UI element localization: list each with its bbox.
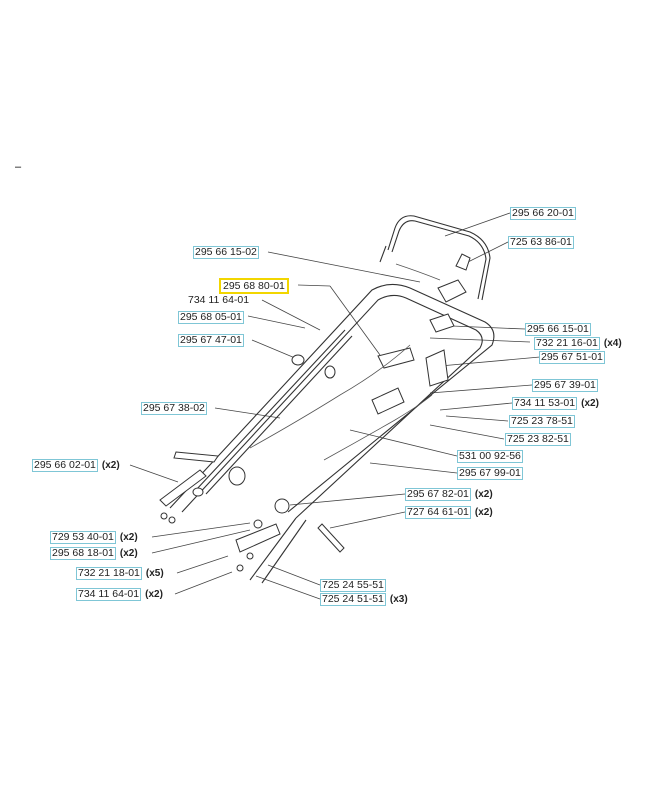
part-label: 725 23 82-51	[505, 433, 571, 446]
part-label: 295 68 05-01	[178, 311, 244, 324]
part-label: 734 11 64-01	[188, 294, 250, 306]
leader-line	[329, 511, 406, 529]
part-label: 727 64 61-01(x2)	[405, 506, 493, 519]
control-cover	[429, 313, 455, 333]
leader-line	[261, 299, 321, 331]
leader-line	[255, 575, 321, 600]
part-label: 295 68 18-01(x2)	[50, 547, 138, 560]
washer	[160, 512, 168, 520]
leader-line	[369, 462, 458, 474]
bolt	[173, 451, 219, 463]
clip	[455, 253, 471, 271]
knob	[291, 354, 305, 366]
part-label: 295 67 39-01	[532, 379, 598, 392]
leader-line	[439, 356, 541, 367]
leader-line	[151, 529, 251, 554]
part-label: 295 67 99-01	[457, 467, 523, 480]
bracket	[235, 523, 281, 553]
leader-line	[151, 522, 251, 538]
part-label: 729 53 40-01(x2)	[50, 531, 138, 544]
leader-line	[467, 241, 509, 263]
part-label: 734 11 53-01(x2)	[512, 397, 599, 410]
part-label: 295 66 15-01	[525, 323, 591, 336]
part-label: 295 66 20-01	[510, 207, 576, 220]
part-label: 295 67 38-02	[141, 402, 207, 415]
main-handle-bar	[169, 283, 495, 519]
washer	[168, 516, 176, 524]
cable-boot	[425, 349, 449, 387]
washer	[246, 552, 254, 560]
leader-line	[176, 555, 229, 574]
leader-line	[329, 285, 381, 356]
bolt	[317, 523, 345, 553]
leader-line	[429, 384, 533, 394]
lever-bar	[377, 347, 415, 369]
part-label: 725 23 78-51	[509, 415, 575, 428]
control-cables	[249, 263, 441, 461]
leader-line	[297, 284, 331, 287]
washer	[253, 519, 263, 529]
leader-line	[214, 407, 281, 419]
part-label: 295 67 51-01	[539, 351, 605, 364]
leader-line	[267, 564, 321, 586]
leader-line	[445, 415, 509, 422]
part-label-highlighted: 295 68 80-01	[219, 278, 293, 294]
leader-line	[251, 339, 296, 359]
part-label: 531 00 92-56	[457, 450, 523, 463]
leader-line	[451, 325, 526, 330]
part-label: 732 21 16-01(x4)	[534, 337, 622, 350]
leader-line	[439, 402, 513, 411]
control-housing	[437, 279, 467, 303]
handle-knob	[228, 466, 246, 486]
part-label: 725 24 55-51	[320, 579, 386, 592]
part-label: 295 66 15-02	[193, 246, 259, 259]
part-label: 295 67 82-01(x2)	[405, 488, 493, 501]
leader-line	[429, 424, 505, 440]
washer	[236, 564, 244, 572]
lower-handle-tubes	[195, 329, 353, 584]
leader-line	[129, 464, 179, 483]
nut	[192, 487, 204, 497]
part-label: 295 67 47-01	[178, 334, 244, 347]
part-label: 725 63 86-01	[508, 236, 574, 249]
parts	[159, 253, 471, 572]
knob	[324, 365, 336, 379]
leader-line	[289, 493, 406, 506]
part-label: 725 24 51-51(x3)	[320, 593, 408, 606]
handle-knob	[274, 498, 290, 514]
leader-line	[429, 337, 531, 343]
leader-line	[247, 315, 306, 329]
bracket	[159, 469, 207, 507]
leader-line	[349, 429, 458, 457]
leader-line	[174, 571, 233, 595]
bail-handle	[379, 215, 491, 301]
part-label: 734 11 64-01(x2)	[76, 588, 163, 601]
page-mark: –	[15, 161, 22, 173]
lever-bracket	[371, 387, 405, 415]
leader-line	[267, 251, 421, 283]
part-label: 295 66 02-01(x2)	[32, 459, 120, 472]
part-label: 732 21 18-01(x5)	[76, 567, 164, 580]
